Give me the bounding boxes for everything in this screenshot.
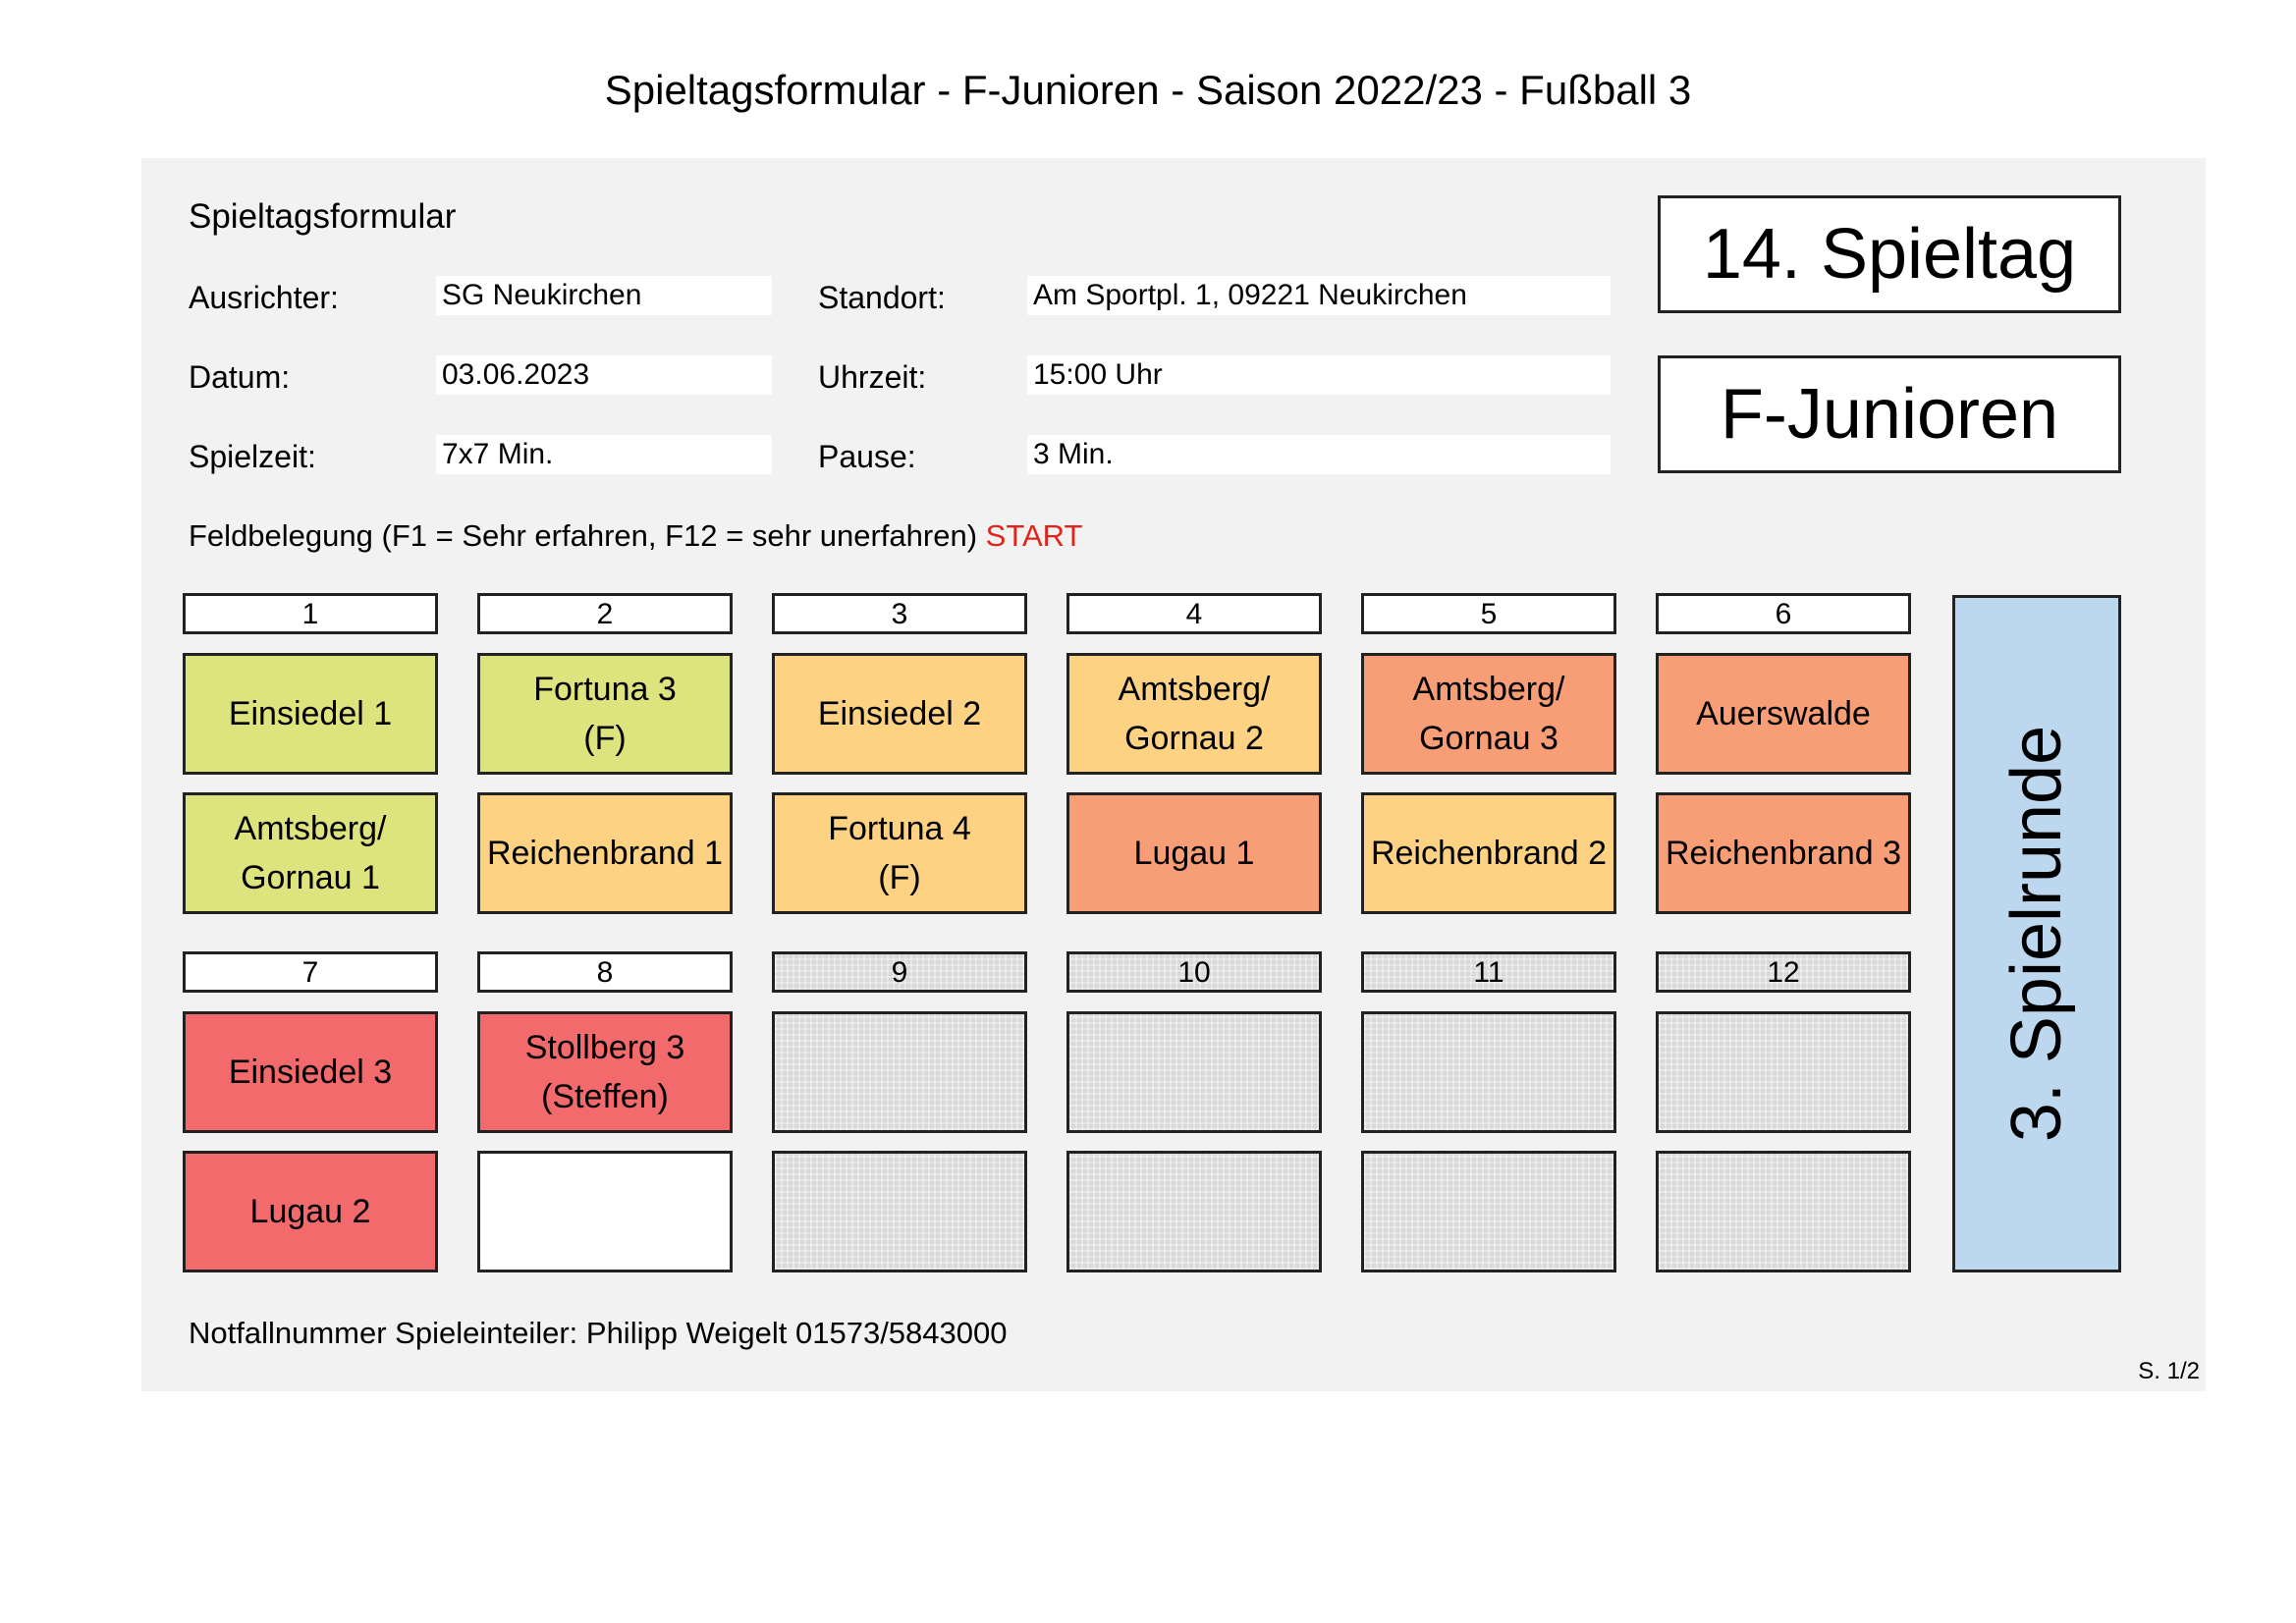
field-number-4: 4: [1066, 593, 1322, 634]
field-12-team-2: [1656, 1151, 1911, 1272]
datum-field[interactable]: 03.06.2023: [436, 355, 772, 395]
field-number-7: 7: [183, 951, 438, 993]
page-number: S. 1/2: [2138, 1358, 2200, 1384]
ausrichter-field[interactable]: SG Neukirchen: [436, 276, 772, 315]
pause-field[interactable]: 3 Min.: [1027, 435, 1611, 474]
spieltag-box: 14. Spieltag: [1658, 195, 2121, 313]
field-number-10: 10: [1066, 951, 1322, 993]
field-number-3: 3: [772, 593, 1027, 634]
spielrunde-label: 3. Spielrunde: [1997, 725, 2076, 1143]
feldbelegung-text: Feldbelegung (F1 = Sehr erfahren, F12 = …: [189, 518, 978, 553]
standort-field[interactable]: Am Sportpl. 1, 09221 Neukirchen: [1027, 276, 1611, 315]
feldbelegung-note: Feldbelegung (F1 = Sehr erfahren, F12 = …: [189, 513, 1082, 560]
field-6-team-1: Auerswalde: [1656, 653, 1911, 775]
field-number-1: 1: [183, 593, 438, 634]
field-3-team-2: Fortuna 4 (F): [772, 792, 1027, 914]
field-9-team-1: [772, 1011, 1027, 1133]
field-5-team-2: Reichenbrand 2: [1361, 792, 1616, 914]
datum-label: Datum:: [189, 359, 291, 395]
spielrunde-box: 3. Spielrunde: [1952, 595, 2121, 1272]
altersklasse-box: F-Junioren: [1658, 355, 2121, 473]
field-number-9: 9: [772, 951, 1027, 993]
field-3-team-1: Einsiedel 2: [772, 653, 1027, 775]
field-number-8: 8: [477, 951, 733, 993]
field-8-team-2: [477, 1151, 733, 1272]
spielzeit-field[interactable]: 7x7 Min.: [436, 435, 772, 474]
field-number-2: 2: [477, 593, 733, 634]
field-4-team-2: Lugau 1: [1066, 792, 1322, 914]
field-number-5: 5: [1361, 593, 1616, 634]
uhrzeit-field[interactable]: 15:00 Uhr: [1027, 355, 1611, 395]
spielzeit-label: Spielzeit:: [189, 439, 316, 474]
field-11-team-1: [1361, 1011, 1616, 1133]
field-2-team-2: Reichenbrand 1: [477, 792, 733, 914]
pause-label: Pause:: [818, 439, 916, 474]
field-9-team-2: [772, 1151, 1027, 1272]
field-11-team-2: [1361, 1151, 1616, 1272]
field-number-12: 12: [1656, 951, 1911, 993]
field-10-team-1: [1066, 1011, 1322, 1133]
form-heading: Spieltagsformular: [189, 197, 457, 236]
field-number-6: 6: [1656, 593, 1911, 634]
field-10-team-2: [1066, 1151, 1322, 1272]
field-1-team-1: Einsiedel 1: [183, 653, 438, 775]
field-2-team-1: Fortuna 3 (F): [477, 653, 733, 775]
field-1-team-2: Amtsberg/ Gornau 1: [183, 792, 438, 914]
field-7-team-1: Einsiedel 3: [183, 1011, 438, 1133]
field-12-team-1: [1656, 1011, 1911, 1133]
emergency-number: Notfallnummer Spieleinteiler: Philipp We…: [189, 1316, 1008, 1350]
field-4-team-1: Amtsberg/ Gornau 2: [1066, 653, 1322, 775]
document-title: Spieltagsformular - F-Junioren - Saison …: [604, 67, 1692, 113]
field-number-11: 11: [1361, 951, 1616, 993]
field-8-team-1: Stollberg 3 (Steffen): [477, 1011, 733, 1133]
field-5-team-1: Amtsberg/ Gornau 3: [1361, 653, 1616, 775]
standort-label: Standort:: [818, 280, 946, 315]
field-6-team-2: Reichenbrand 3: [1656, 792, 1911, 914]
ausrichter-label: Ausrichter:: [189, 280, 339, 315]
start-label: START: [985, 518, 1083, 553]
field-7-team-2: Lugau 2: [183, 1151, 438, 1272]
uhrzeit-label: Uhrzeit:: [818, 359, 927, 395]
